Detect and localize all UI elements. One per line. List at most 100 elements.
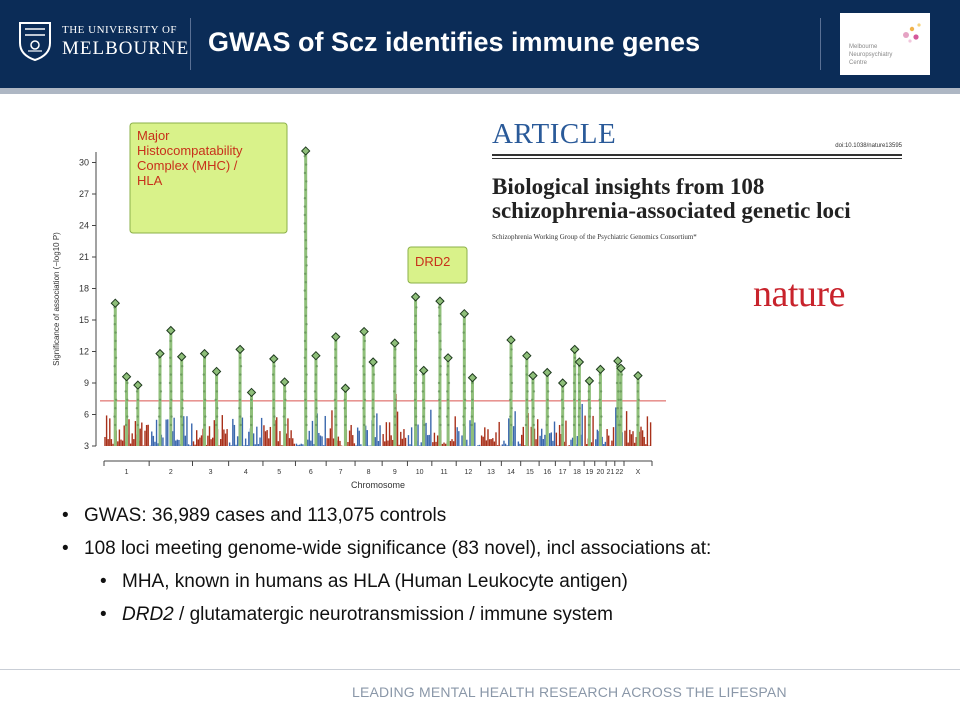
peak-snp-point — [413, 348, 417, 351]
peak-snp-point — [303, 289, 306, 292]
peak-snp-point — [617, 398, 620, 401]
y-tick-label: 3 — [84, 441, 89, 451]
peak-marker — [199, 348, 210, 359]
peak-snp-point — [272, 398, 275, 401]
peak-snp-point — [314, 381, 317, 385]
peak-snp-point — [526, 390, 529, 393]
peak-snp-point — [113, 348, 117, 351]
peak-marker — [418, 365, 429, 376]
peak-marker — [542, 367, 552, 378]
peak-snp-point — [304, 247, 308, 250]
peak-snp-point — [615, 381, 619, 385]
peak-snp-point — [334, 373, 337, 376]
peak-snp-point — [334, 381, 338, 385]
peak-snp-point — [598, 381, 601, 385]
peak-snp-point — [170, 398, 173, 401]
peak-snp-point — [415, 306, 418, 309]
university-logo: THE UNIVERSITY OF MELBOURNE — [18, 21, 189, 61]
peak-marker — [584, 376, 595, 386]
peak-snp-point — [362, 348, 365, 351]
peak-snp-point — [392, 390, 396, 393]
peak-snp-point — [572, 381, 576, 385]
peak-snp-point — [509, 415, 512, 418]
partner-logo-icon — [903, 23, 921, 43]
peak-snp-point — [124, 390, 127, 393]
peak-snp-point — [315, 415, 318, 418]
peak-snp-point — [462, 415, 465, 418]
bullet-text: 108 loci meeting genome-wide significanc… — [84, 538, 712, 559]
peak-snp-point — [181, 398, 184, 401]
peak-snp-point — [510, 407, 513, 410]
peak-snp-point — [303, 197, 307, 200]
article-title-line: Biological insights from 108 — [492, 174, 765, 199]
x-tick-label: 12 — [465, 469, 473, 476]
peak-snp-point — [463, 365, 466, 368]
peak-marker — [595, 364, 606, 375]
peak-snp-point — [637, 398, 640, 401]
peak-marker — [211, 366, 222, 377]
peak-snp-point — [181, 390, 184, 393]
peak-snp-point — [362, 381, 365, 385]
peak-snp-point — [423, 423, 426, 427]
peak-snp-point — [439, 348, 442, 351]
peak-snp-point — [273, 423, 276, 427]
peak-snp-point — [238, 381, 242, 385]
peak-snp-point — [616, 415, 619, 418]
peak-marker — [166, 325, 176, 336]
peak-snp-point — [438, 415, 441, 418]
peak-snp-point — [617, 390, 620, 393]
slide-title: GWAS of Scz identifies immune genes — [208, 27, 701, 57]
peak-snp-point — [304, 163, 308, 166]
peak-snp-point — [304, 188, 307, 191]
peak-snp-point — [249, 415, 253, 418]
peak-snp-point — [525, 398, 529, 401]
peak-snp-point — [334, 348, 337, 351]
peak-snp-point — [447, 407, 450, 410]
peak-snp-point — [414, 356, 418, 359]
peak-snp-point — [532, 415, 535, 418]
bullet-text: MHA, known in humans as HLA (Human Leuko… — [122, 571, 628, 592]
footer-divider — [0, 669, 960, 670]
peak-snp-point — [313, 390, 317, 393]
peak-snp-point — [114, 398, 118, 401]
peak-snp-point — [620, 407, 623, 410]
peak-snp-point — [250, 398, 253, 401]
peak-snp-point — [437, 390, 441, 393]
peak-snp-point — [169, 365, 172, 368]
peak-marker — [246, 387, 257, 398]
peak-snp-point — [598, 398, 601, 401]
partner-logo: Melbourne Neuropsychiatry Centre — [840, 13, 930, 75]
peak-snp-point — [362, 356, 366, 359]
x-tick-label: 22 — [615, 469, 623, 476]
x-tick-label: 3 — [209, 469, 213, 476]
peak-snp-point — [180, 415, 183, 418]
x-tick-label: 4 — [244, 469, 248, 476]
peak-snp-point — [439, 373, 442, 376]
peak-snp-point — [114, 381, 117, 385]
peak-snp-point — [303, 339, 307, 343]
peak-snp-point — [335, 423, 338, 427]
peak-marker — [359, 326, 369, 337]
peak-snp-point — [113, 323, 116, 326]
peak-snp-point — [169, 423, 173, 427]
peak-snp-point — [158, 373, 161, 376]
y-tick-label: 15 — [79, 315, 89, 325]
x-tick-label: 9 — [393, 469, 397, 476]
peak-snp-point — [393, 356, 396, 359]
peak-snp-point — [462, 339, 465, 343]
peak-snp-point — [599, 423, 602, 427]
peak-snp-point — [372, 423, 375, 427]
y-tick-label: 21 — [79, 252, 89, 262]
peak-snp-point — [169, 373, 172, 376]
x-tick-label: 17 — [559, 469, 567, 476]
peak-snp-point — [471, 407, 474, 410]
peak-snp-point — [462, 423, 465, 427]
peak-snp-point — [438, 407, 442, 410]
peak-snp-point — [414, 314, 417, 317]
x-tick-label: 10 — [416, 469, 424, 476]
peak-snp-point — [363, 339, 367, 343]
peak-snp-point — [284, 390, 287, 393]
peak-snp-point — [573, 365, 576, 368]
peak-marker — [613, 356, 623, 366]
article-label: ARTICLE — [492, 118, 617, 150]
